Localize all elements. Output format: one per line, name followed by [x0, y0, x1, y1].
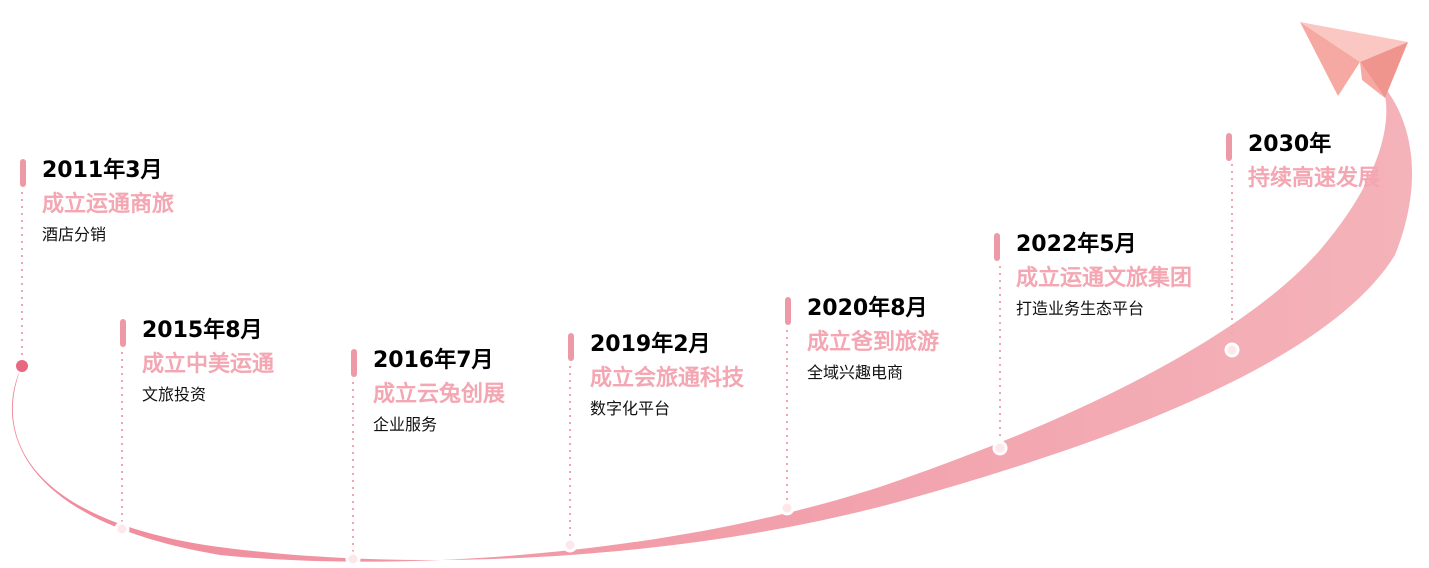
milestone-2011: 2011年3月 成立运通商旅 酒店分销 [20, 156, 175, 246]
timeline-node-start [14, 358, 30, 374]
milestone-marker [120, 319, 126, 347]
milestone-title: 成立运通商旅 [42, 192, 175, 217]
milestone-subtitle: 打造业务生态平台 [1016, 299, 1145, 318]
timeline-node-2015 [114, 521, 130, 537]
milestone-2030: 2030年 持续高速发展 [1226, 130, 1381, 194]
milestone-title: 成立中美运通 [142, 352, 275, 377]
milestone-date: 2022年5月 [1016, 232, 1137, 257]
milestone-2015: 2015年8月 成立中美运通 文旅投资 [120, 316, 275, 406]
milestone-title: 成立爸到旅游 [807, 330, 940, 355]
timeline-node-2016 [345, 551, 361, 567]
milestone-title: 持续高速发展 [1248, 166, 1381, 191]
milestone-subtitle: 酒店分销 [42, 225, 107, 244]
milestone-marker [568, 333, 574, 361]
timeline-curve [11, 84, 1413, 562]
timeline-node-2019 [562, 537, 578, 553]
milestone-date: 2011年3月 [42, 158, 163, 183]
milestone-date: 2030年 [1248, 132, 1332, 157]
milestone-subtitle: 企业服务 [373, 415, 438, 434]
paper-plane-icon [1300, 22, 1408, 98]
milestone-date: 2019年2月 [590, 332, 711, 357]
milestone-2016: 2016年7月 成立云兔创展 企业服务 [351, 346, 506, 436]
milestone-subtitle: 全域兴趣电商 [807, 363, 904, 382]
milestone-marker [20, 159, 26, 187]
milestone-marker [1226, 133, 1232, 161]
timeline-node-2020 [779, 500, 795, 516]
milestone-date: 2020年8月 [807, 296, 928, 321]
timeline-node-2030 [1224, 342, 1240, 358]
milestone-title: 成立运通文旅集团 [1016, 266, 1193, 291]
milestone-marker [351, 349, 357, 377]
milestone-2022: 2022年5月 成立运通文旅集团 打造业务生态平台 [994, 230, 1193, 320]
milestone-2020: 2020年8月 成立爸到旅游 全域兴趣电商 [785, 294, 940, 384]
milestone-title: 成立会旅通科技 [590, 366, 745, 391]
milestone-title: 成立云兔创展 [373, 382, 506, 407]
milestone-subtitle: 文旅投资 [142, 385, 207, 404]
milestone-date: 2016年7月 [373, 348, 494, 373]
milestone-date: 2015年8月 [142, 318, 263, 343]
timeline-node-2022 [992, 440, 1008, 456]
milestone-2019: 2019年2月 成立会旅通科技 数字化平台 [568, 330, 745, 420]
milestone-marker [994, 233, 1000, 261]
milestone-subtitle: 数字化平台 [590, 399, 671, 418]
milestone-marker [785, 297, 791, 325]
